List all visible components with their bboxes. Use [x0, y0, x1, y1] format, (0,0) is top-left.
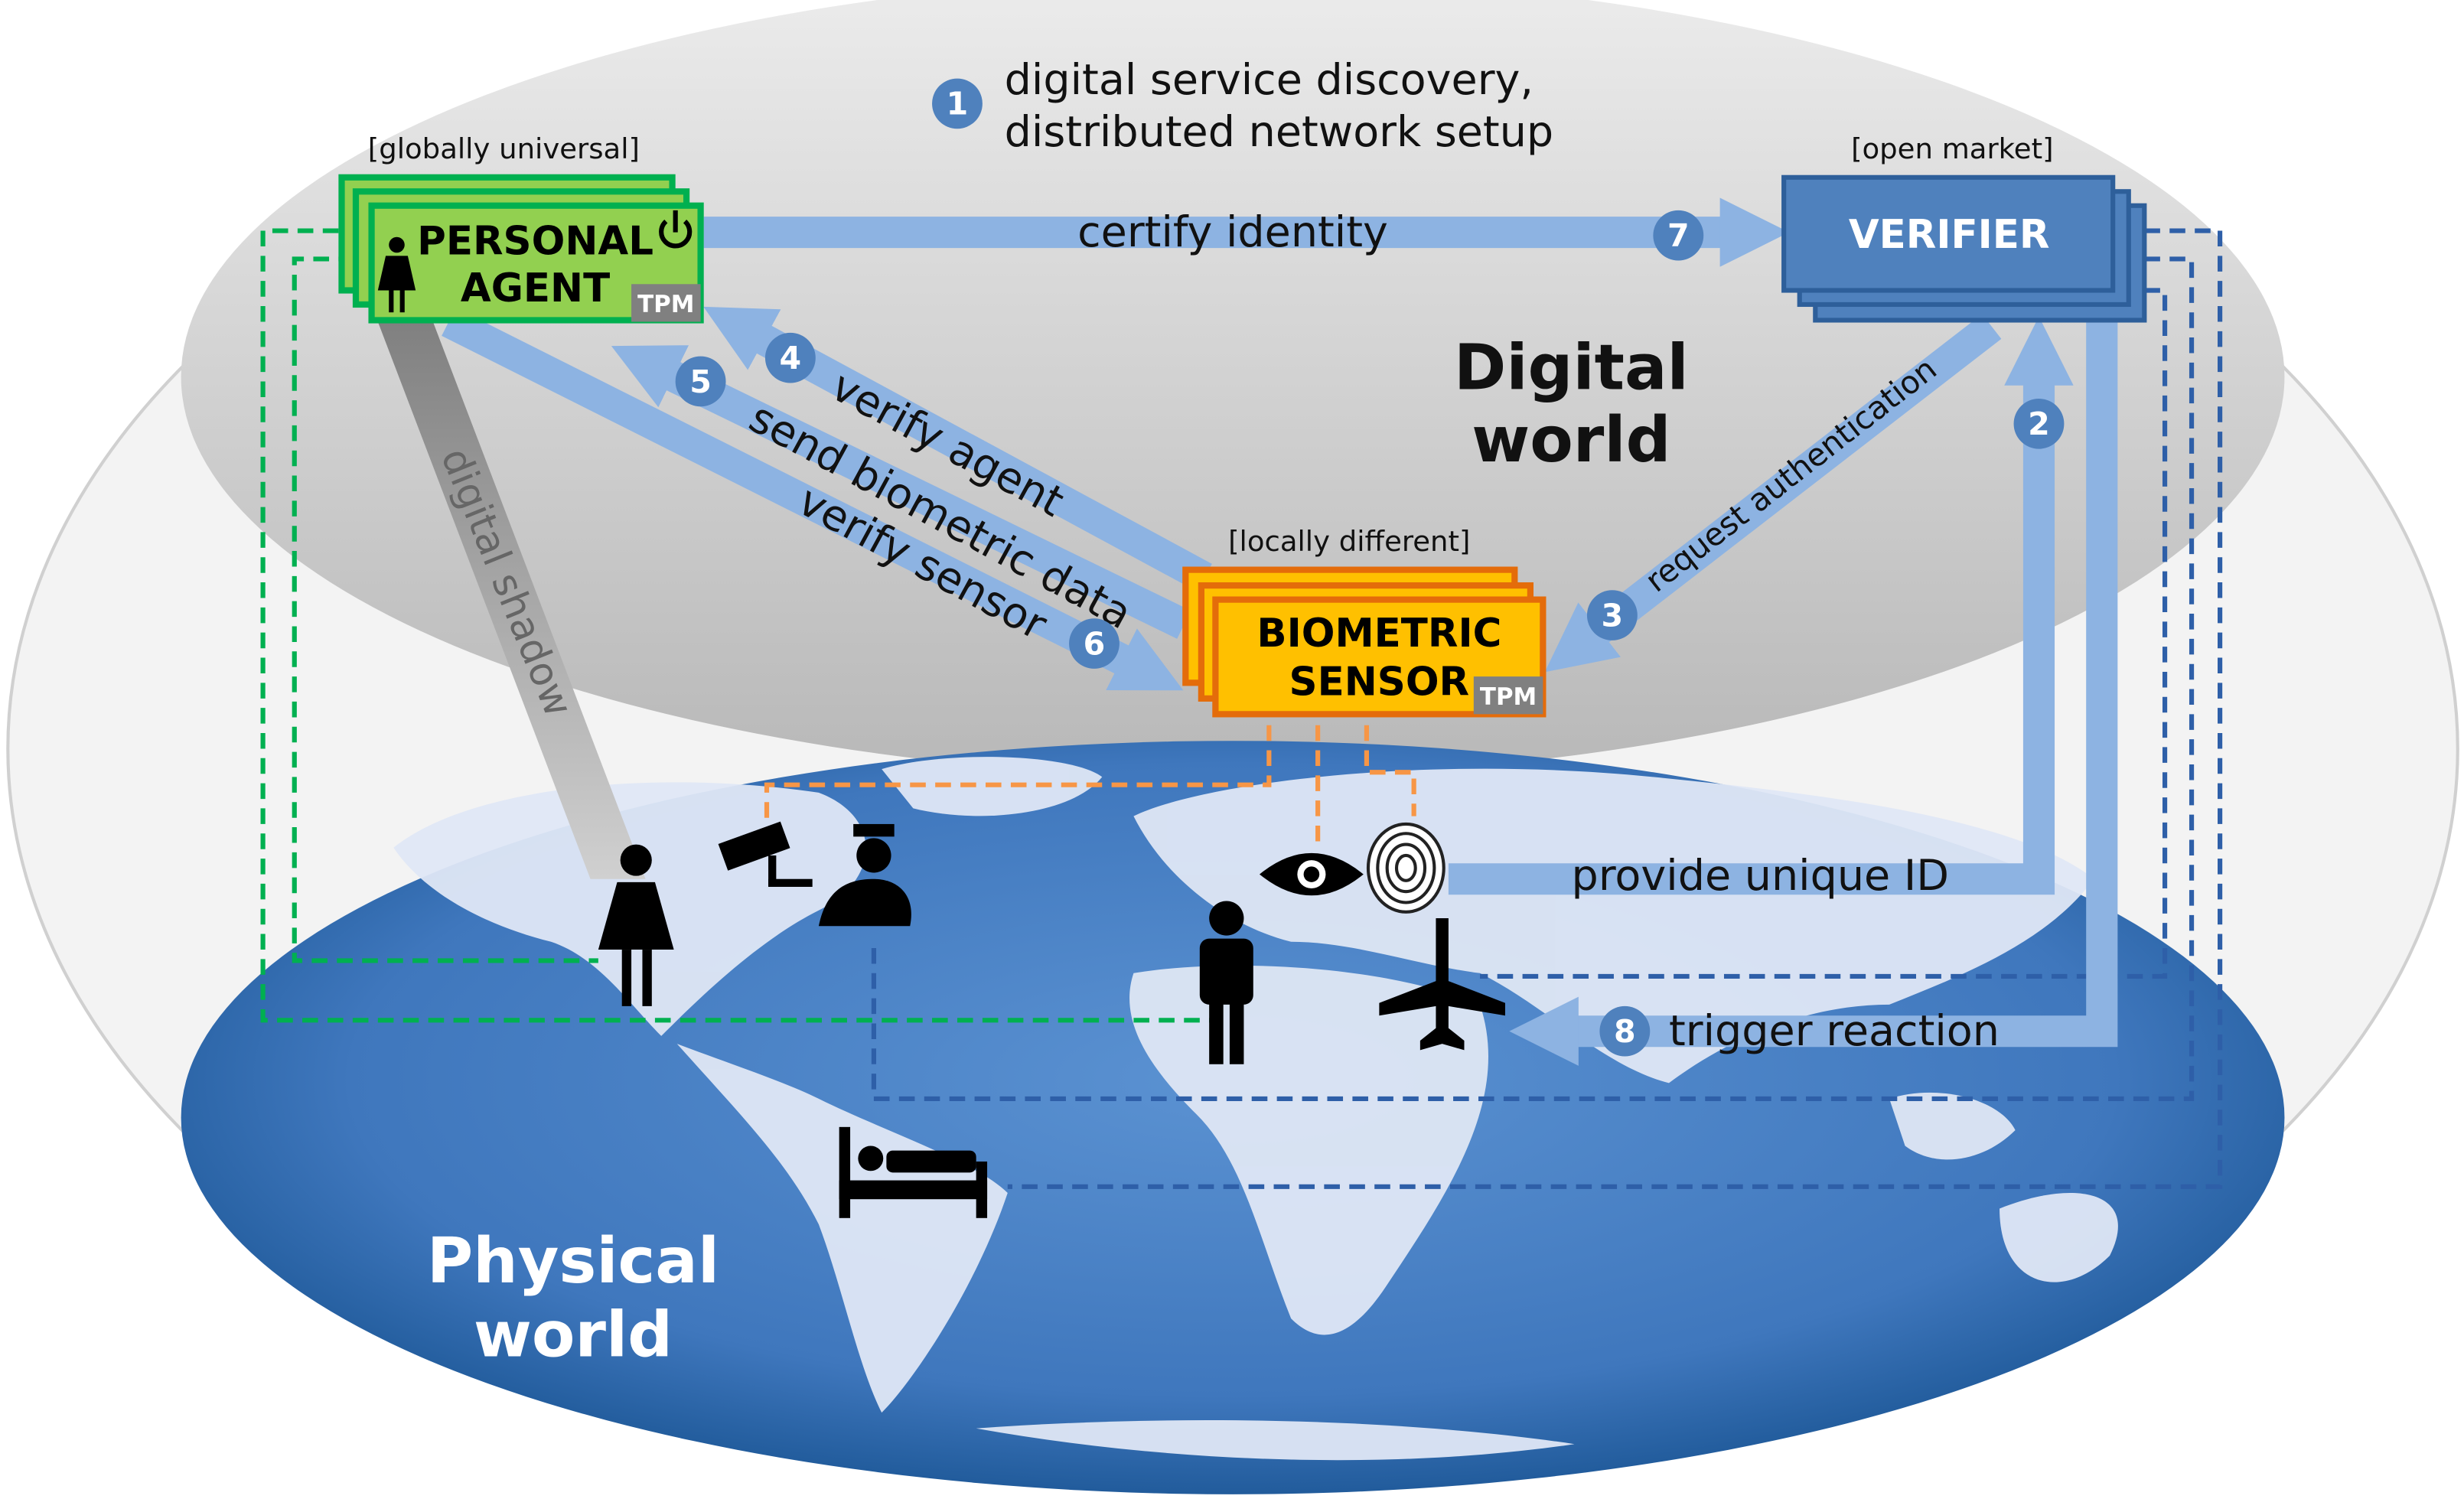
arrow-send-biometric: [611, 345, 1191, 639]
flow-arrows: [442, 197, 2118, 1066]
badge-5: [675, 356, 726, 407]
svg-text:5: 5: [689, 363, 712, 400]
verifier-link-2: [871, 256, 2195, 1101]
digital-world-region: [181, 0, 2285, 777]
arrow-trigger-reaction: [1509, 314, 2118, 1066]
verifier-tag: [open market]: [1851, 132, 2053, 165]
agent-link-inner: [292, 256, 598, 963]
svg-text:2: 2: [2028, 406, 2050, 442]
agent-link-outer: [260, 228, 1213, 1023]
personal-agent-label-1: PERSONAL: [417, 218, 653, 264]
agent-tpm-label: TPM: [637, 291, 694, 318]
badge-1: [932, 78, 983, 129]
svg-text:6: 6: [1084, 625, 1106, 662]
power-icon: [659, 210, 693, 249]
sensor-tpm-chip: [1473, 676, 1543, 715]
badge-7: [1653, 210, 1704, 261]
svg-text:7: 7: [1667, 217, 1690, 254]
step1-line1: digital service discovery,: [1005, 56, 1533, 105]
verifier-box[interactable]: [open market] VERIFIER: [1781, 132, 2147, 323]
woman-figure-icon: [598, 844, 674, 1006]
step1-line2: distributed network setup: [1005, 108, 1553, 157]
badge-6: [1069, 618, 1120, 669]
verifier-link-1: [1007, 228, 2223, 1189]
dashed-links: [260, 228, 2223, 1189]
arrow-verify-agent: [703, 306, 1212, 591]
arrow-provide-id: [1448, 316, 2074, 895]
digital-world-label-2: world: [1472, 404, 1670, 477]
man-figure-icon: [1199, 901, 1253, 1064]
sensor-label-1: BIOMETRIC: [1256, 611, 1501, 657]
svg-text:4: 4: [780, 340, 802, 376]
sensor-link-3: [1364, 725, 1416, 816]
sensor-tag: [locally different]: [1228, 525, 1470, 558]
verifier-link-3: [1480, 288, 2168, 979]
arrow-request-auth: [1544, 314, 2002, 673]
eye-icon: [1260, 852, 1364, 896]
bed-icon: [839, 1126, 988, 1218]
verifier-label: VERIFIER: [1849, 212, 2050, 258]
sensor-tpm-label: TPM: [1480, 683, 1537, 711]
physical-world-label-1: Physical: [427, 1225, 719, 1298]
agent-tpm-chip: [631, 284, 701, 322]
svg-text:3: 3: [1602, 598, 1624, 634]
arrow-verify-sensor: [442, 308, 1184, 691]
sensor-label-2: SENSOR: [1289, 660, 1470, 706]
trigger-reaction-label: trigger reaction: [1669, 1007, 2000, 1056]
sensor-link-1: [764, 725, 1272, 840]
personal-agent-tag: [globally universal]: [368, 132, 640, 165]
personal-agent-box[interactable]: [globally universal] PERSONAL AGENT TPM: [338, 132, 704, 324]
certify-identity-label: certify identity: [1077, 208, 1388, 257]
police-officer-icon: [818, 823, 911, 927]
security-camera-icon: [718, 821, 813, 887]
provide-id-label: provide unique ID: [1572, 852, 1949, 901]
airplane-icon: [1379, 918, 1505, 1051]
svg-text:1: 1: [947, 86, 969, 122]
badge-8: [1599, 1005, 1651, 1057]
badge-3: [1586, 590, 1638, 640]
digital-shadow-beam: [377, 321, 646, 879]
digital-world-label-1: Digital: [1454, 332, 1689, 405]
step-badges: 1 2 3 4 5 6 7 8: [675, 78, 2065, 1057]
personal-agent-label-2: AGENT: [461, 266, 610, 311]
woman-icon: [377, 236, 416, 313]
badge-2: [2013, 399, 2065, 449]
fingerprint-icon: [1366, 822, 1445, 914]
svg-text:8: 8: [1614, 1013, 1636, 1050]
badge-4: [764, 332, 816, 383]
biometric-sensor-box[interactable]: [locally different] BIOMETRIC SENSOR TPM: [1182, 525, 1547, 718]
physical-world-label-2: world: [474, 1299, 673, 1371]
